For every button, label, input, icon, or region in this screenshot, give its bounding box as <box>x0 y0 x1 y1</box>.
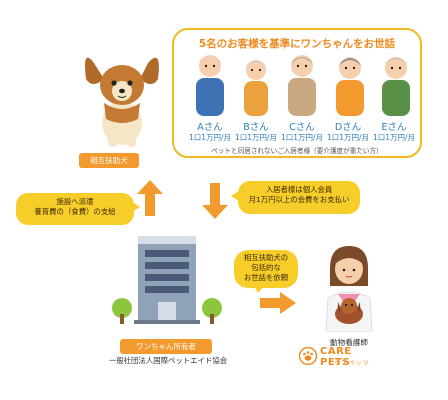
nurse-label: 動物看護師 <box>330 338 368 347</box>
dog-illustration <box>85 57 159 147</box>
arrow-up-icon <box>137 180 163 216</box>
clients-illustration <box>196 55 410 116</box>
center-bubble-line3: お世話を依頼 <box>243 273 289 282</box>
arrow-down-icon <box>202 183 228 219</box>
person-d-fee: 1口1万円/月 <box>326 133 370 142</box>
owner-label: ワンちゃん所有者 <box>120 339 212 354</box>
left-bubble-line2: 養育費の（食費）の支給 <box>34 207 116 216</box>
left-bubble-tail <box>132 202 140 212</box>
left-bubble-line1: 施設へ派遣 <box>56 197 94 206</box>
building-illustration <box>112 236 222 324</box>
owner-org: 一般社団法人国際ペットエイド協会 <box>108 356 228 365</box>
mutual-aid-dog-label: 相互扶助犬 <box>79 153 139 168</box>
center-bubble: 相互扶助犬の 包括的な お世話を依頼 <box>234 250 298 288</box>
panel-title: 5名のお客様を基準にワンちゃんをお世話 <box>198 38 396 50</box>
person-c-fee: 1口1万円/月 <box>280 133 324 142</box>
center-bubble-line1: 相互扶助犬の <box>243 253 289 262</box>
person-e-figure <box>382 57 410 116</box>
logo-sub: ケアペッツ <box>334 360 370 367</box>
center-bubble-line2: 包括的な <box>251 263 281 272</box>
right-bubble-line1: 入居者様は個人会員 <box>265 185 333 194</box>
person-b-name: Bさん <box>243 122 269 133</box>
nurse-illustration <box>325 246 373 332</box>
person-a-fee: 1口1万円/月 <box>188 133 232 142</box>
panel-note: ペットと同居されないご入居者様（要介護度が重たい方） <box>211 147 383 155</box>
person-d-name: Dさん <box>334 122 362 133</box>
person-c-figure <box>288 55 316 116</box>
logo-main: CARE PETS <box>320 346 352 368</box>
left-bubble: 施設へ派遣 養育費の（食費）の支給 <box>16 193 134 225</box>
right-bubble: 入居者様は個人会員 月1万円以上の会費をお支払い <box>238 181 360 214</box>
person-b-fee: 1口1万円/月 <box>234 133 278 142</box>
person-a-figure <box>196 55 224 116</box>
person-e-name: Eさん <box>381 122 407 133</box>
person-a-name: Aさん <box>197 122 223 133</box>
mutual-aid-dog-text: 相互扶助犬 <box>90 156 128 165</box>
person-d-figure <box>336 57 364 116</box>
right-bubble-line2: 月1万円以上の会費をお支払い <box>248 195 350 204</box>
person-c-name: Cさん <box>289 122 315 133</box>
center-bubble-tail <box>254 286 264 293</box>
right-bubble-tail <box>231 191 239 201</box>
person-b-figure <box>244 60 268 116</box>
owner-label-text: ワンちゃん所有者 <box>136 342 196 351</box>
arrow-right-icon <box>260 292 296 314</box>
person-e-fee: 1口1万円/月 <box>372 133 416 142</box>
paw-logo-icon <box>298 347 318 365</box>
